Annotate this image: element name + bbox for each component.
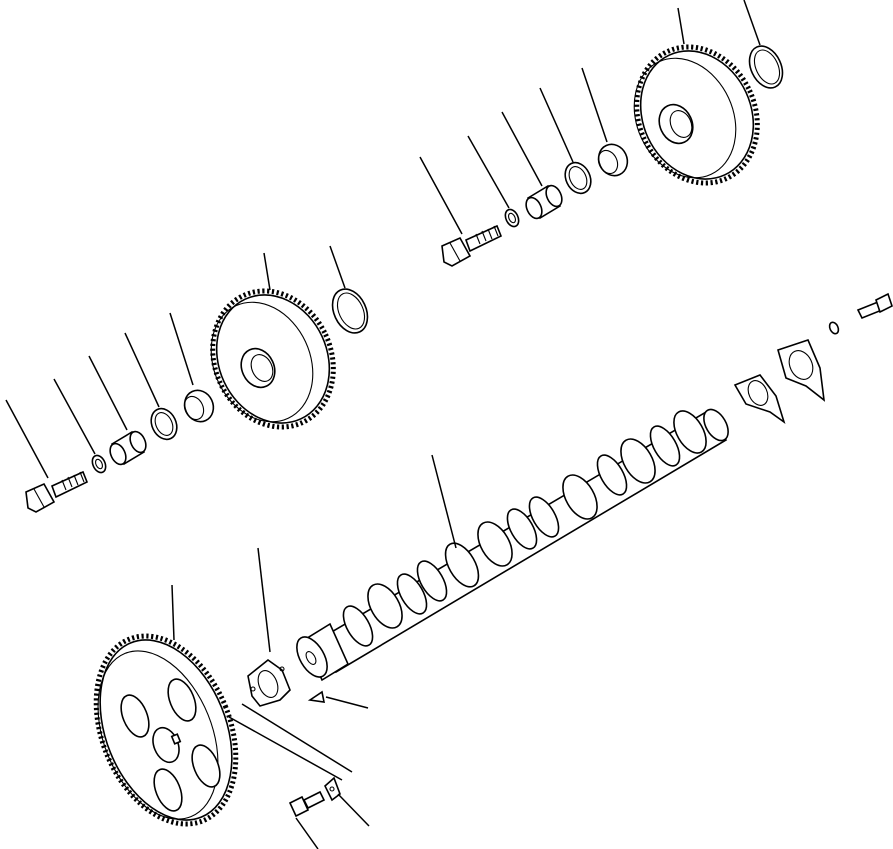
camshaft-gear-assembly (93, 547, 370, 849)
upper-ring (564, 161, 592, 195)
camshaft-gear-leader-lines (171, 547, 370, 849)
middle-bolt (25, 470, 89, 513)
upper-bolt (441, 224, 503, 267)
middle-washer (91, 454, 107, 474)
upper-shaft-sleeve (525, 184, 563, 220)
woodruff-key (307, 690, 326, 703)
upper-leader-lines (419, 0, 761, 235)
rear-thrust-plate (777, 339, 826, 402)
upper-idler-gear-assembly (419, 0, 784, 267)
middle-shaft-sleeve (109, 430, 147, 466)
upper-idler-gear (633, 44, 760, 186)
rear-plate-assembly (733, 292, 893, 425)
middle-ring (150, 407, 178, 441)
front-lock-washer (324, 776, 341, 802)
upper-bushing (597, 143, 629, 177)
middle-thrust-ring (331, 288, 369, 334)
rear-washer (828, 321, 840, 335)
middle-idler-gear-assembly (5, 245, 369, 513)
camshaft-gear (93, 633, 239, 827)
upper-thrust-ring (748, 45, 784, 89)
middle-idler-gear (210, 288, 336, 430)
upper-washer (504, 208, 520, 228)
rear-gasket (733, 374, 786, 425)
front-bolt (288, 790, 326, 818)
middle-leader-lines (5, 245, 346, 479)
front-thrust-plate (247, 658, 291, 707)
camshaft (296, 408, 729, 709)
cam-lobes (342, 410, 707, 647)
middle-bushing (183, 389, 215, 423)
rear-bolt (856, 292, 893, 320)
